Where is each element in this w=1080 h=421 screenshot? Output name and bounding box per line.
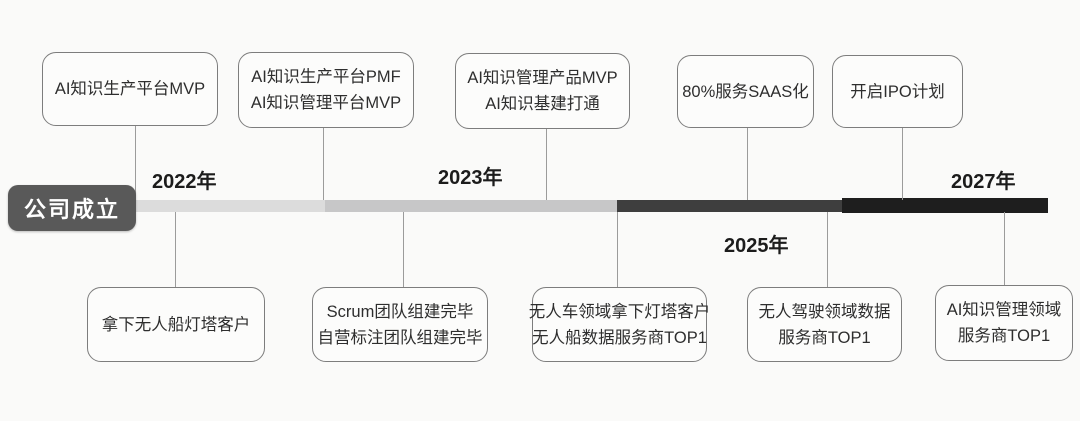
milestone-text: AI知识生产平台PMF xyxy=(251,68,401,86)
connector-line xyxy=(747,128,748,200)
milestone-box-top-5: 开启IPO计划 xyxy=(832,55,963,128)
connector-line xyxy=(827,212,828,287)
milestone-text: 无人驾驶领域数据 xyxy=(758,302,891,321)
company-founding-badge: 公司成立 xyxy=(8,185,136,231)
milestone-text: 开启IPO计划 xyxy=(850,82,945,101)
milestone-box-top-2: AI知识生产平台PMF AI知识管理平台MVP xyxy=(238,52,414,128)
connector-line xyxy=(546,129,547,200)
year-label-2023: 2023年 xyxy=(438,167,503,189)
connector-line xyxy=(403,212,404,287)
milestone-text: 80%服务SAAS化 xyxy=(682,82,809,101)
milestone-box-bottom-5: AI知识管理领域服务商TOP1 xyxy=(935,285,1073,361)
milestone-box-top-4: 80%服务SAAS化 xyxy=(677,55,814,128)
timeline-segment-2022 xyxy=(120,200,325,212)
milestone-text: 无人船数据服务商TOP1 xyxy=(532,328,707,347)
connector-line xyxy=(135,126,136,200)
milestone-box-bottom-4: 无人驾驶领域数据 服务商TOP1 xyxy=(747,287,902,362)
milestone-text: Scrum团队组建完毕 xyxy=(326,302,474,321)
timeline-segment-2027 xyxy=(842,198,1048,213)
milestone-text: 服务商TOP1 xyxy=(778,328,871,347)
timeline-segment-2025 xyxy=(617,200,842,212)
connector-line xyxy=(323,128,324,200)
milestone-text: 无人车领域拿下灯塔客户 xyxy=(528,302,711,321)
connector-line xyxy=(902,128,903,200)
timeline-segment-2023 xyxy=(325,200,617,212)
milestone-box-bottom-3: 无人车领域拿下灯塔客户 无人船数据服务商TOP1 xyxy=(529,287,710,362)
connector-line xyxy=(1004,212,1005,286)
connector-line xyxy=(175,212,176,287)
milestone-text: AI知识生产平台MVP xyxy=(54,80,206,98)
year-label-2022: 2022年 xyxy=(152,171,217,193)
milestone-text: 拿下无人船灯塔客户 xyxy=(101,315,251,334)
milestone-box-top-3: AI知识管理产品MVP AI知识基建打通 xyxy=(455,53,630,129)
year-label-2027: 2027年 xyxy=(951,171,1016,193)
connector-line xyxy=(617,212,618,287)
milestone-box-bottom-1: 拿下无人船灯塔客户 xyxy=(87,287,265,362)
year-label-2025: 2025年 xyxy=(724,235,789,257)
milestone-text: AI知识基建打通 xyxy=(485,95,600,113)
milestone-text: AI知识管理平台MVP xyxy=(250,94,402,112)
milestone-text: AI知识管理产品MVP xyxy=(467,69,618,87)
milestone-box-bottom-2: Scrum团队组建完毕 自营标注团队组建完毕 xyxy=(312,287,488,362)
milestone-text: 自营标注团队组建完毕 xyxy=(317,328,483,347)
milestone-box-top-1: AI知识生产平台MVP xyxy=(42,52,218,126)
milestone-text: AI知识管理领域服务商TOP1 xyxy=(946,301,1062,345)
